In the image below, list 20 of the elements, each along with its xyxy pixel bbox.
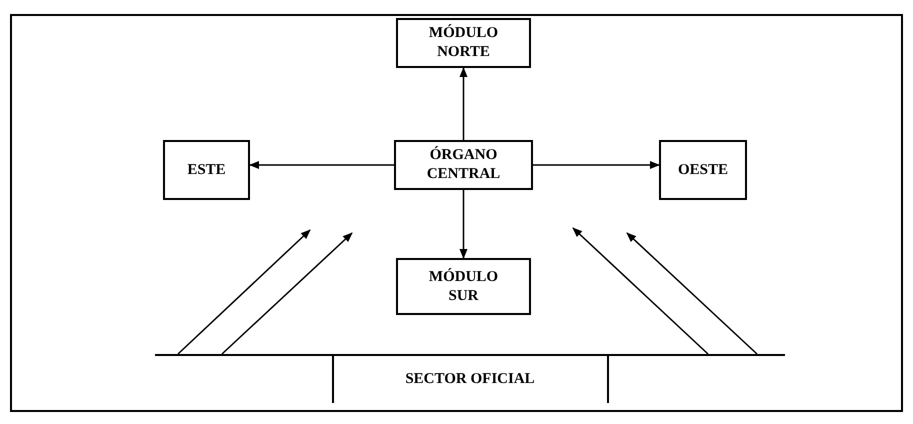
box-label: MÓDULO SUR xyxy=(428,268,500,306)
box-label: MÓDULO NORTE xyxy=(428,24,500,62)
arrow xyxy=(626,232,758,355)
arrow xyxy=(177,229,311,355)
module-box xyxy=(394,140,533,190)
box-label: ESTE xyxy=(186,160,227,180)
arrow xyxy=(460,67,468,140)
arrow xyxy=(249,161,394,169)
box-label: OESTE xyxy=(676,160,730,180)
sector-bracket xyxy=(155,354,785,403)
module-box xyxy=(396,258,531,315)
box-label: ÓRGANO CENTRAL xyxy=(426,146,502,184)
module-box xyxy=(396,18,531,68)
arrow xyxy=(572,227,709,355)
arrow xyxy=(221,232,353,355)
module-box xyxy=(163,140,250,200)
sector-label: SECTOR OFICIAL xyxy=(332,356,608,403)
arrow xyxy=(533,161,660,169)
module-box xyxy=(659,140,747,200)
arrow xyxy=(460,190,468,259)
